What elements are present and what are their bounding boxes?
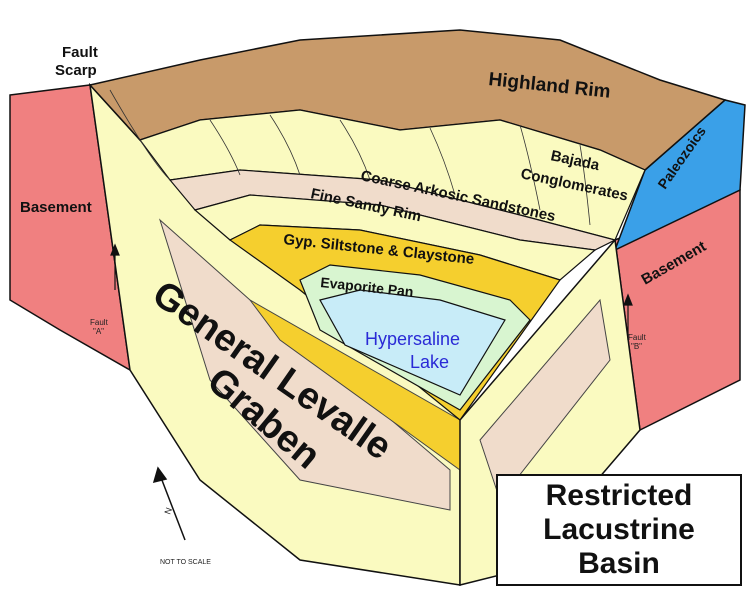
fault-b-label-2: "B" xyxy=(631,342,642,351)
fault-b-arrow xyxy=(623,293,633,340)
north-arrow xyxy=(152,466,186,541)
title-line-2: Lacustrine xyxy=(543,513,695,546)
title-box: Restricted Lacustrine Basin xyxy=(496,474,742,586)
front-right-tan-band xyxy=(479,298,611,502)
fault-a-label-1: Fault xyxy=(90,318,109,327)
title-line-3: Basin xyxy=(578,547,660,580)
hypersaline-label-2: Lake xyxy=(410,352,449,372)
not-to-scale-label: NOT TO SCALE xyxy=(160,559,211,566)
hypersaline-lake xyxy=(319,289,506,396)
fault-scarp-label-2: Scarp xyxy=(55,62,97,79)
title-line-1: Restricted xyxy=(545,479,693,512)
fault-scarp-label-1: Fault xyxy=(62,44,98,61)
hypersaline-label-1: Hypersaline xyxy=(365,329,460,349)
north-label: N xyxy=(162,506,174,516)
drainage-lines xyxy=(109,89,591,226)
fault-a-label-2: "A" xyxy=(93,327,104,336)
basement-left-label: Basement xyxy=(20,199,92,216)
fault-a-arrow xyxy=(110,243,120,290)
fault-b-label-1: Fault xyxy=(628,333,647,342)
